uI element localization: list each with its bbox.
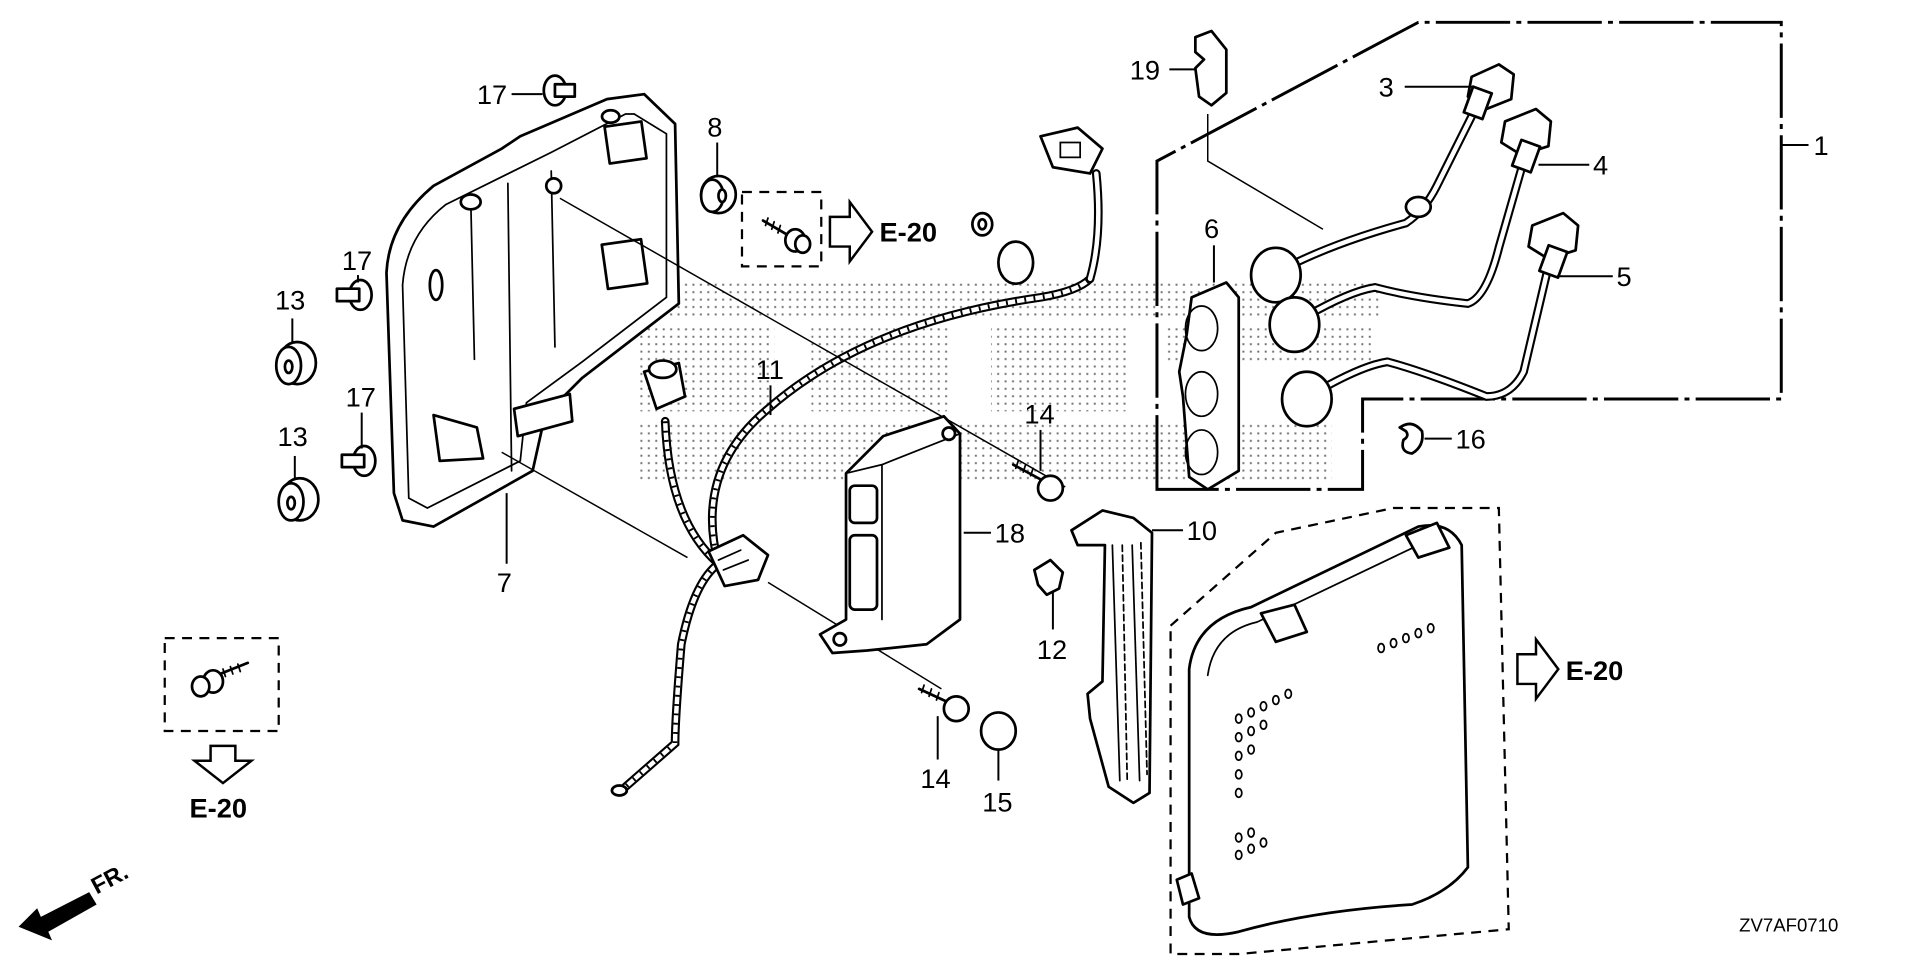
callout-11[interactable]: 11	[756, 354, 784, 385]
callout-18[interactable]: 18	[995, 518, 1025, 549]
reference-e20-upper[interactable]: E-20	[879, 217, 937, 248]
spark-plug-cap-3[interactable]	[1280, 211, 1580, 428]
callout-13-lower[interactable]: 13	[277, 421, 307, 452]
bolt-box-upper	[740, 190, 823, 268]
callout-17-lower[interactable]: 17	[346, 381, 376, 412]
wire-clip[interactable]	[1398, 422, 1424, 455]
vent-holes	[1234, 622, 1435, 861]
callout-8[interactable]: 8	[707, 111, 722, 142]
cord-clamp[interactable]	[1193, 29, 1228, 107]
flange-bolt-upper-ref	[761, 217, 812, 255]
callout-5[interactable]: 5	[1617, 261, 1632, 292]
grommet-lower[interactable]	[277, 476, 320, 522]
callout-14-lower[interactable]: 14	[920, 763, 950, 794]
callout-15[interactable]: 15	[982, 787, 1012, 818]
grommet-upper[interactable]	[274, 340, 318, 386]
callout-1[interactable]: 1	[1813, 130, 1828, 161]
flange-bolt-lower[interactable]	[917, 684, 971, 723]
wire-harness[interactable]	[610, 126, 1104, 797]
callout-3[interactable]: 3	[1379, 72, 1394, 103]
callout-numbers: 1 3 4 5 6 7 8 10 11 12 13 13 14 14 15 16…	[275, 54, 1829, 817]
reference-e20-lower[interactable]: E-20	[190, 793, 248, 824]
bolt-box-lower	[163, 636, 280, 733]
callout-12[interactable]: 12	[1037, 634, 1067, 665]
spark-plug-cap-1[interactable]	[1249, 63, 1516, 304]
cdi-unit[interactable]	[818, 414, 962, 655]
collar-lower[interactable]	[340, 444, 377, 478]
callout-19[interactable]: 19	[1130, 54, 1160, 85]
cable-holder[interactable]	[1070, 509, 1154, 805]
diagram-code: ZV7AF0710	[1739, 915, 1838, 936]
callout-4[interactable]: 4	[1593, 150, 1608, 181]
reference-e20-cover[interactable]: E-20	[1566, 655, 1624, 686]
clip[interactable]	[1032, 558, 1065, 597]
assembly-1-bracket	[1155, 20, 1783, 491]
callout-14-upper[interactable]: 14	[1024, 399, 1054, 430]
callout-16[interactable]: 16	[1455, 424, 1485, 455]
callout-leaders	[291, 68, 1809, 781]
cap[interactable]	[979, 711, 1018, 751]
front-arrow-icon	[18, 892, 97, 941]
callout-17-middle[interactable]: 17	[342, 245, 372, 276]
electrical-case[interactable]	[385, 92, 681, 528]
collar-middle[interactable]	[335, 278, 373, 312]
watermark	[637, 282, 1382, 484]
arrow-right-icon	[1516, 635, 1560, 703]
coil-holder[interactable]	[1177, 281, 1241, 491]
callout-13-upper[interactable]: 13	[275, 285, 305, 316]
callout-6[interactable]: 6	[1204, 213, 1219, 244]
spark-plug-cap-2[interactable]	[1268, 107, 1553, 354]
callout-17-top[interactable]: 17	[477, 79, 507, 110]
electrical-cover[interactable]	[1175, 521, 1470, 936]
collar-top[interactable]	[542, 74, 577, 107]
front-label: FR.	[87, 858, 133, 899]
flange-bolt-lower-left-ref	[190, 661, 250, 698]
flange-bolt-upper[interactable]	[1011, 460, 1065, 502]
front-direction-marker: FR.	[18, 858, 133, 941]
callout-10[interactable]: 10	[1187, 515, 1217, 546]
arrow-down-icon	[190, 744, 256, 785]
grommet[interactable]	[699, 174, 738, 215]
cover-box	[1169, 506, 1510, 956]
arrow-right-icon	[828, 198, 874, 266]
assembly-lines	[501, 113, 1324, 690]
callout-7[interactable]: 7	[497, 567, 512, 598]
